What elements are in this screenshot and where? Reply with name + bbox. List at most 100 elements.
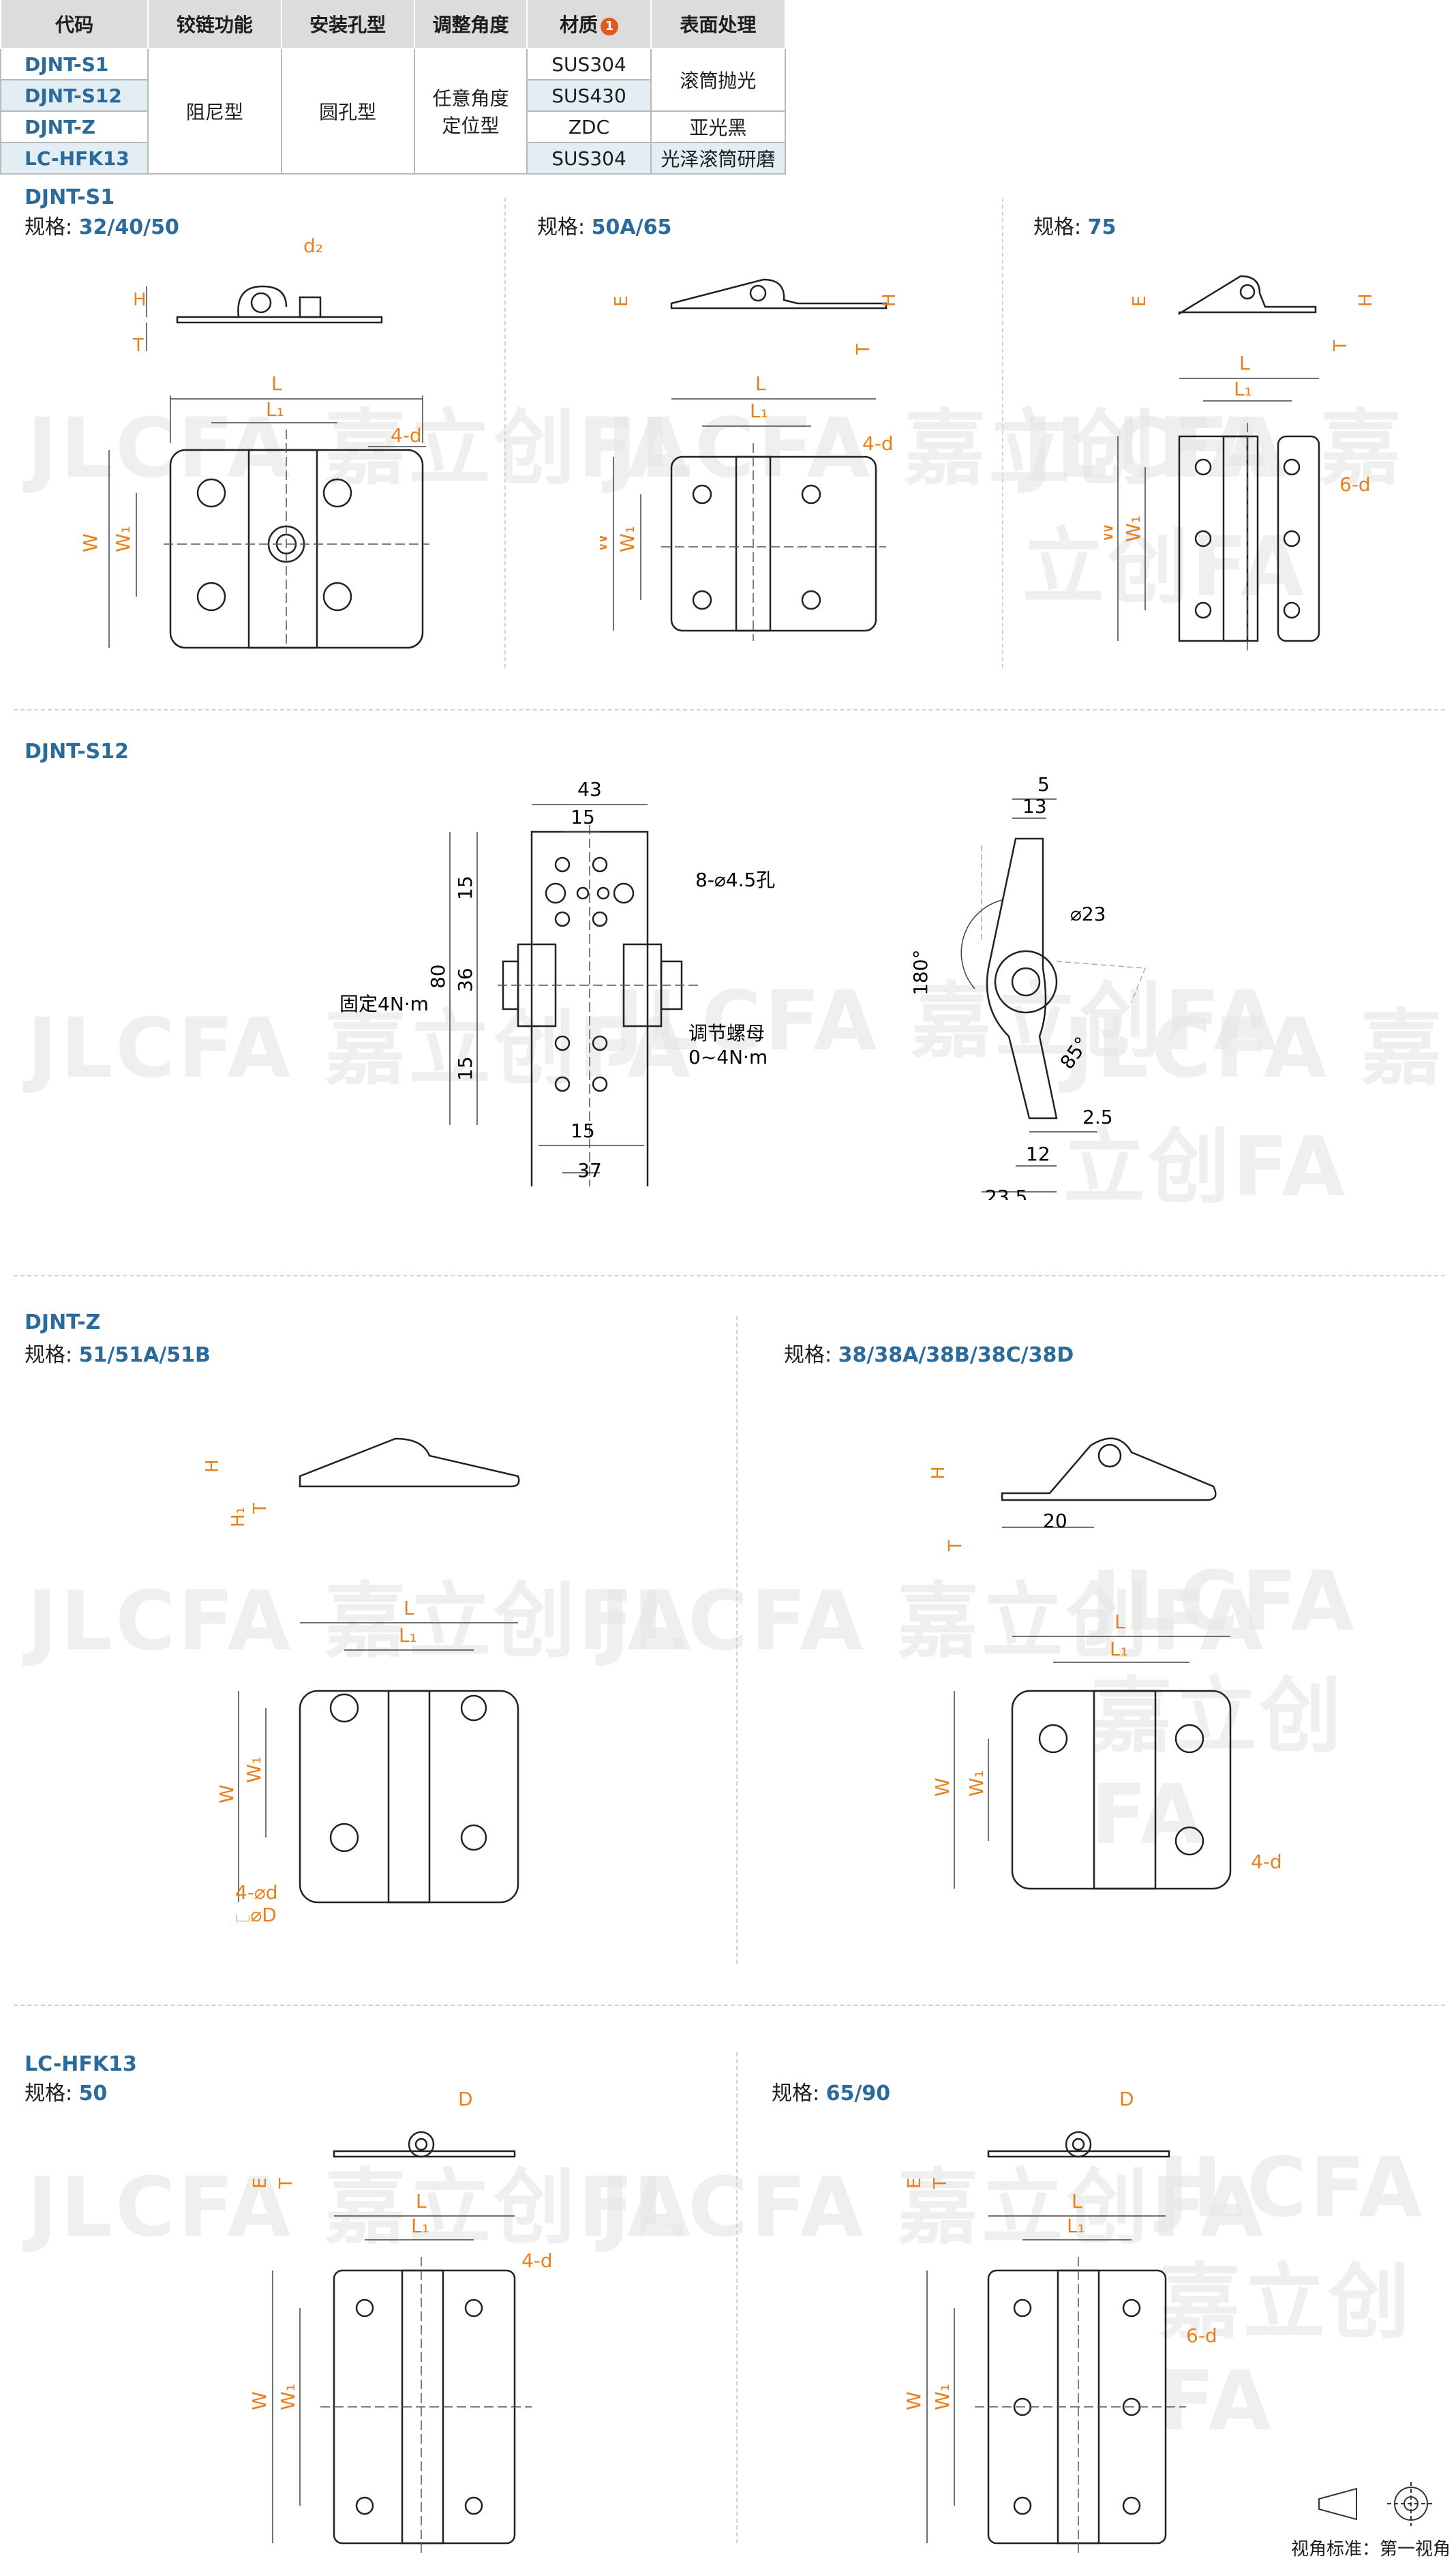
dim-L: L bbox=[1114, 1610, 1125, 1633]
section-title: LC-HFK13 bbox=[25, 2052, 137, 2076]
divider bbox=[14, 709, 1445, 710]
watermark: JLCFA 嘉立创FA bbox=[27, 1002, 694, 1096]
table-row: DJNT-Z ZDC 亚光黑 bbox=[0, 110, 787, 143]
divider bbox=[504, 198, 506, 668]
dim-W1: W₁ bbox=[243, 1756, 265, 1783]
divider bbox=[14, 2005, 1445, 2006]
table-row: LC-HFK13 SUS304 光泽滚筒研磨 bbox=[0, 142, 787, 175]
dim-E: E bbox=[611, 296, 632, 307]
col-angle: 调整角度 bbox=[413, 0, 528, 49]
dim-T: T bbox=[132, 335, 144, 356]
dim-15: 15 bbox=[454, 875, 476, 900]
watermark: JLCFA 嘉立创FA bbox=[613, 974, 1280, 1069]
drawing-z-38: L L₁ W W₁ H T 20 4-d bbox=[928, 1437, 1282, 1890]
surface-cell: 亚光黑 bbox=[650, 110, 787, 143]
dim-d2: d₂ bbox=[303, 235, 323, 257]
dim-T: T bbox=[250, 1503, 271, 1514]
hole-type-cell: 圆孔型 bbox=[280, 48, 415, 175]
dim-15: 15 bbox=[571, 1120, 595, 1142]
label-adjust-nut: 调节螺母 bbox=[688, 1022, 765, 1045]
dim-W1: W₁ bbox=[965, 1770, 988, 1797]
angle-cell: 任意角度定位型 bbox=[413, 48, 528, 175]
watermark: JLCFA 嘉立创FA bbox=[1091, 1555, 1357, 1863]
dim-L: L bbox=[1072, 2190, 1082, 2213]
watermark: JLCFA 嘉立创FA bbox=[1022, 402, 1405, 615]
dim-W1: W₁ bbox=[616, 526, 639, 552]
dim-L: L bbox=[755, 372, 766, 395]
spec-label: 规格: 50 bbox=[25, 2082, 108, 2105]
dim-hole: 4-d bbox=[521, 2249, 553, 2272]
dim-D: D bbox=[458, 2088, 473, 2110]
material-cell: SUS304 bbox=[526, 142, 652, 175]
projection-standard-note: 视角标准：第一视角 bbox=[1290, 2539, 1451, 2560]
dim-H: H bbox=[202, 1459, 223, 1473]
dim-E: E bbox=[1129, 296, 1150, 307]
dim-L: L bbox=[404, 1597, 414, 1619]
dim-hole: 4-d bbox=[391, 424, 422, 447]
dim-L: L bbox=[271, 372, 282, 395]
dim-W: W bbox=[1104, 523, 1117, 542]
col-surface: 表面处理 bbox=[650, 0, 787, 49]
dim-L1: L₁ bbox=[399, 1624, 417, 1647]
dim-holes: 8-⌀4.5孔 bbox=[695, 869, 775, 891]
watermark: JLCFA 嘉立创FA bbox=[600, 2161, 1267, 2255]
code-cell: DJNT-S1 bbox=[0, 48, 149, 80]
drawing-s1-75: L L₁ W W₁ E H T 6-d bbox=[1104, 275, 1376, 655]
dim-E: E bbox=[250, 2178, 271, 2189]
dim-L1: L₁ bbox=[411, 2215, 429, 2237]
dim-H1: H₁ bbox=[228, 1507, 249, 1527]
dim-36: 36 bbox=[454, 968, 476, 992]
dim-L1: L₁ bbox=[1234, 378, 1252, 400]
dim-85: 85° bbox=[1056, 1032, 1094, 1073]
divider bbox=[736, 1316, 738, 1964]
divider bbox=[1002, 198, 1003, 668]
col-function: 铰链功能 bbox=[147, 0, 282, 49]
dim-H: H bbox=[928, 1466, 949, 1480]
dim-15: 15 bbox=[454, 1056, 476, 1081]
dim-phi23: ⌀23 bbox=[1070, 903, 1106, 925]
watermark: JLCFA 嘉立创FA bbox=[607, 402, 1273, 496]
dim-80: 80 bbox=[427, 964, 449, 989]
dim-W1: W₁ bbox=[1122, 515, 1144, 542]
dim-T: T bbox=[945, 1540, 966, 1552]
dim-T: T bbox=[1331, 340, 1351, 352]
spec-label: 规格: 32/40/50 bbox=[25, 215, 179, 239]
dim-hole: 4-⌀d bbox=[235, 1881, 278, 1904]
watermark: JLCFA 嘉立创FA bbox=[1159, 2141, 1425, 2449]
material-cell: ZDC bbox=[526, 110, 652, 143]
dim-H: H bbox=[879, 293, 900, 307]
dim-H: H bbox=[1356, 293, 1376, 307]
function-cell: 阻尼型 bbox=[147, 48, 282, 175]
code-cell: DJNT-S12 bbox=[0, 79, 149, 112]
table-row: DJNT-S1 阻尼型 圆孔型 任意角度定位型 SUS304 滚筒抛光 bbox=[0, 48, 787, 175]
drawing-hfk-50: L L₁ W W₁ E T D 4-d bbox=[248, 2088, 553, 2557]
dim-counterbore: ⌴⌀D bbox=[235, 1904, 277, 1926]
dim-L1: L₁ bbox=[266, 398, 284, 421]
divider bbox=[14, 1275, 1445, 1276]
col-code: 代码 bbox=[0, 0, 149, 49]
dim-W: W bbox=[248, 2391, 271, 2410]
dim-L: L bbox=[1239, 352, 1250, 374]
material-cell: SUS304 bbox=[526, 48, 652, 80]
dim-H: H bbox=[133, 290, 147, 310]
dim-W1: W₁ bbox=[277, 2384, 299, 2410]
dim-hole: 4-d bbox=[862, 432, 894, 455]
section-title: DJNT-S12 bbox=[25, 740, 130, 764]
label-fixed: 固定4N·m bbox=[339, 993, 429, 1015]
dim-W: W bbox=[903, 2391, 925, 2410]
dim-W: W bbox=[82, 533, 102, 552]
dim-L1: L₁ bbox=[1110, 1638, 1128, 1660]
section-title: DJNT-S1 bbox=[25, 185, 115, 209]
dim-W1: W₁ bbox=[931, 2384, 954, 2410]
spec-label: 规格: 75 bbox=[1033, 215, 1117, 239]
dim-13: 13 bbox=[1022, 795, 1047, 818]
dim-23-5: 23.5 bbox=[985, 1186, 1027, 1200]
label-adjust-torque: 0~4N·m bbox=[688, 1046, 768, 1068]
dim-T: T bbox=[930, 2178, 951, 2189]
dim-12: 12 bbox=[1026, 1143, 1050, 1165]
dim-D: D bbox=[1119, 2088, 1134, 2110]
surface-cell: 滚筒抛光 bbox=[650, 48, 787, 112]
watermark: JLCFA 嘉立创FA bbox=[1063, 1002, 1446, 1215]
